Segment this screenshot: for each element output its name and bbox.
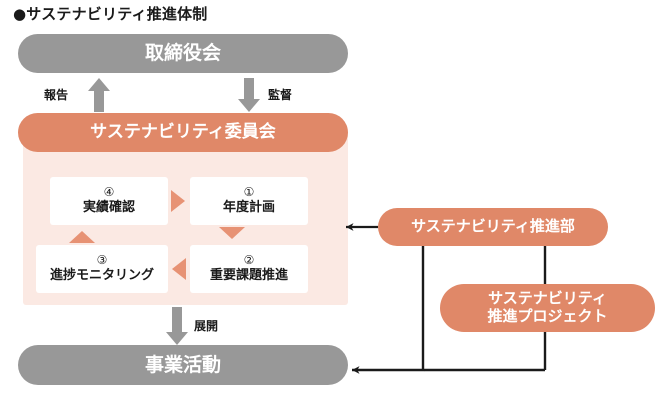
- cycle-step-1-number: ①: [243, 185, 255, 200]
- node-committee-label: サステナビリティ委員会: [90, 122, 276, 143]
- cycle-step-3-number: ③: [96, 253, 108, 268]
- cycle-step-4-label: 実績確認: [82, 199, 135, 215]
- cycle-step-2-number: ②: [243, 253, 255, 268]
- cycle-step-2: ② 重要課題推進: [190, 245, 308, 293]
- page-title: ●サステナビリティ推進体制: [13, 5, 208, 23]
- arrow-deploy-label: 展開: [194, 319, 219, 333]
- node-project-label-line1: サステナビリティ: [488, 289, 607, 308]
- cycle-step-3-label: 進捗モニタリング: [49, 267, 154, 283]
- cycle-arrow-3-to-4-icon: [69, 231, 95, 243]
- cycle-step-4: ④ 実績確認: [50, 177, 168, 225]
- node-sustainability-committee: サステナビリティ委員会: [18, 113, 348, 152]
- node-business-activities: 事業活動: [18, 345, 348, 385]
- node-project-label-line2: 推進プロジェクト: [487, 307, 608, 325]
- cycle-step-3: ③ 進捗モニタリング: [36, 245, 168, 293]
- node-sustainability-department: サステナビリティ推進部: [378, 208, 608, 246]
- cycle-step-4-number: ④: [103, 185, 115, 200]
- cycle-step-2-label: 重要課題推進: [209, 267, 288, 283]
- arrow-supervise-label: 監督: [268, 88, 293, 102]
- node-board-label: 取締役会: [144, 42, 221, 65]
- node-sustainability-project: サステナビリティ 推進プロジェクト: [440, 284, 655, 332]
- arrow-report: [88, 78, 110, 112]
- cycle-arrow-4-to-1-icon: [171, 190, 185, 212]
- node-board-of-directors: 取締役会: [18, 34, 348, 73]
- node-department-label: サステナビリティ推進部: [411, 217, 575, 236]
- connector-department-to-business: [352, 246, 425, 374]
- node-business-label: 事業活動: [144, 353, 221, 376]
- arrow-supervise: [238, 78, 260, 112]
- cycle-step-1: ① 年度計画: [190, 177, 308, 225]
- cycle-arrow-2-to-3-icon: [172, 258, 186, 280]
- cycle-step-1-label: 年度計画: [222, 199, 275, 215]
- arrow-deploy: [166, 307, 188, 345]
- arrow-report-label: 報告: [44, 88, 69, 102]
- cycle-arrow-1-to-2-icon: [219, 227, 245, 239]
